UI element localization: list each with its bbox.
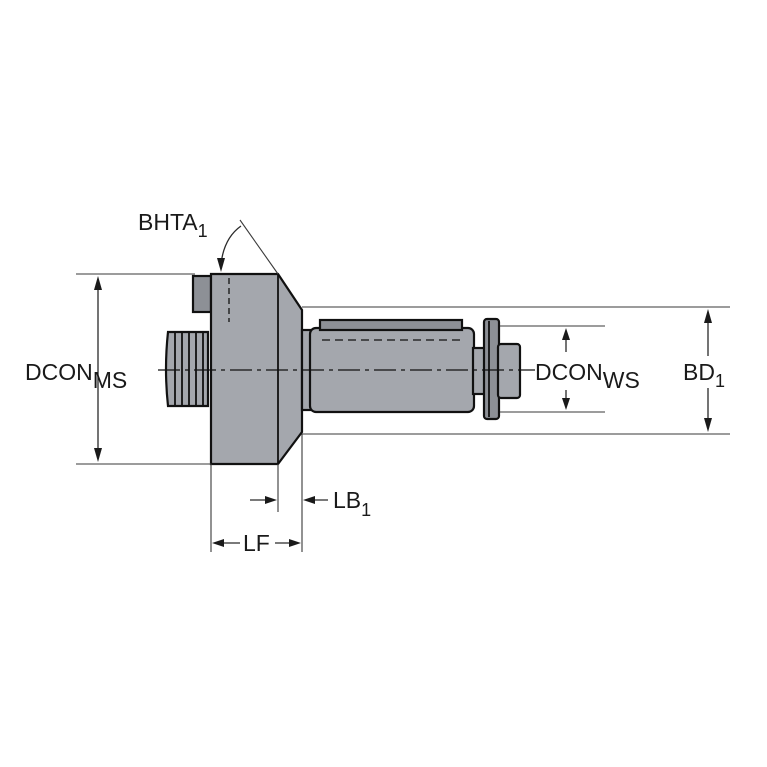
locking-nut <box>482 317 501 421</box>
bhta1-label: BHTA1 <box>138 209 208 241</box>
drive-key <box>191 274 213 314</box>
left-threaded-spigot <box>164 330 210 408</box>
dcon-ws-label: DCONWS <box>535 359 640 393</box>
lf-label: LF <box>243 530 270 556</box>
lf-dimension <box>210 464 301 552</box>
bhta1-dimension <box>217 219 279 275</box>
dcon-ws-dimension <box>500 325 605 413</box>
bd1-label: BD1 <box>683 359 725 391</box>
flange-body <box>209 272 304 466</box>
bd1-dimension <box>302 306 730 435</box>
lb1-dimension <box>250 434 328 552</box>
shank-flat <box>318 318 464 332</box>
dcon-ms-label: DCONMS <box>25 359 127 393</box>
adapter-part <box>164 272 522 466</box>
lb1-label: LB1 <box>333 487 371 520</box>
dcon-ms-dimension <box>76 273 211 465</box>
end-pilot <box>496 342 522 400</box>
